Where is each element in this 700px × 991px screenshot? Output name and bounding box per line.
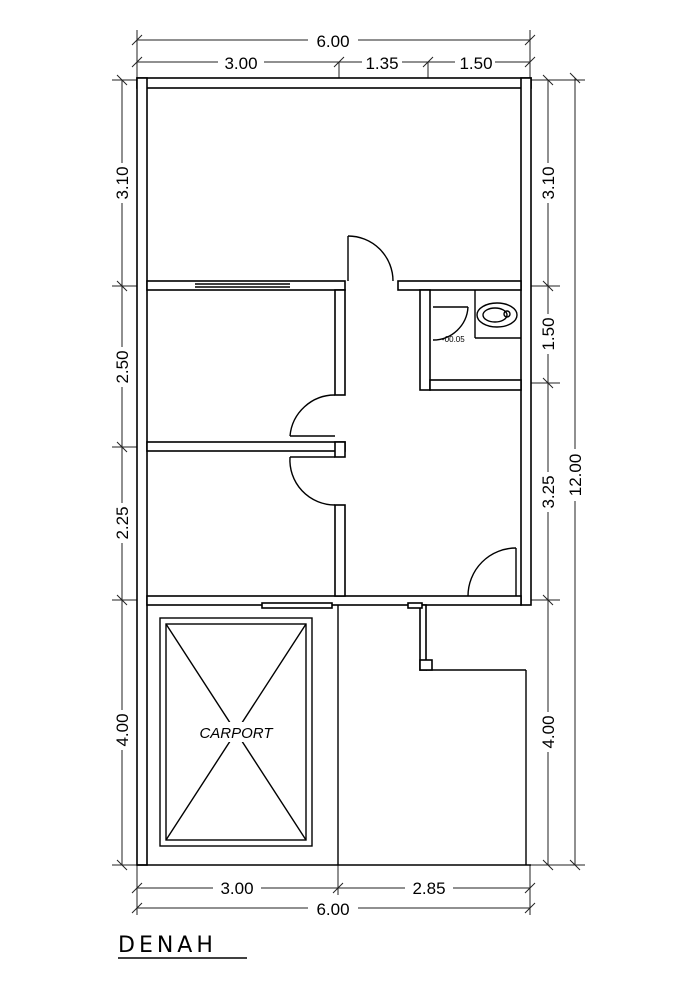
dim-top-total: 6.00 <box>316 32 349 51</box>
floor-level-label: -00.05 <box>442 335 465 344</box>
dim-left-1: 3.10 <box>113 166 132 199</box>
dim-left-4: 4.00 <box>113 713 132 746</box>
dim-right-4: 4.00 <box>539 715 558 748</box>
dim-top-c: 1.50 <box>459 54 492 73</box>
dim-right-1: 3.10 <box>539 166 558 199</box>
dim-bottom-total: 6.00 <box>316 900 349 919</box>
dim-right-total: 12.00 <box>566 454 585 497</box>
dim-left-3: 2.25 <box>113 506 132 539</box>
walls <box>136 77 532 866</box>
doors <box>289 235 517 597</box>
dim-bottom-a: 3.00 <box>220 879 253 898</box>
dim-right-2: 1.50 <box>539 317 558 350</box>
dim-left-2: 2.50 <box>113 350 132 383</box>
dim-right-3: 3.25 <box>539 475 558 508</box>
squat-toilet-icon <box>476 302 518 328</box>
dimension-labels: 6.00 3.00 1.35 1.50 3.10 2.50 2.25 4.00 … <box>112 30 585 919</box>
drawing-title: DENAH <box>118 933 217 958</box>
dim-top-b: 1.35 <box>365 54 398 73</box>
carport-label: CARPORT <box>199 725 274 742</box>
dim-top-a: 3.00 <box>224 54 257 73</box>
dimension-lines <box>112 30 585 915</box>
carport: CARPORT <box>159 617 313 847</box>
dim-bottom-b: 2.85 <box>412 879 445 898</box>
